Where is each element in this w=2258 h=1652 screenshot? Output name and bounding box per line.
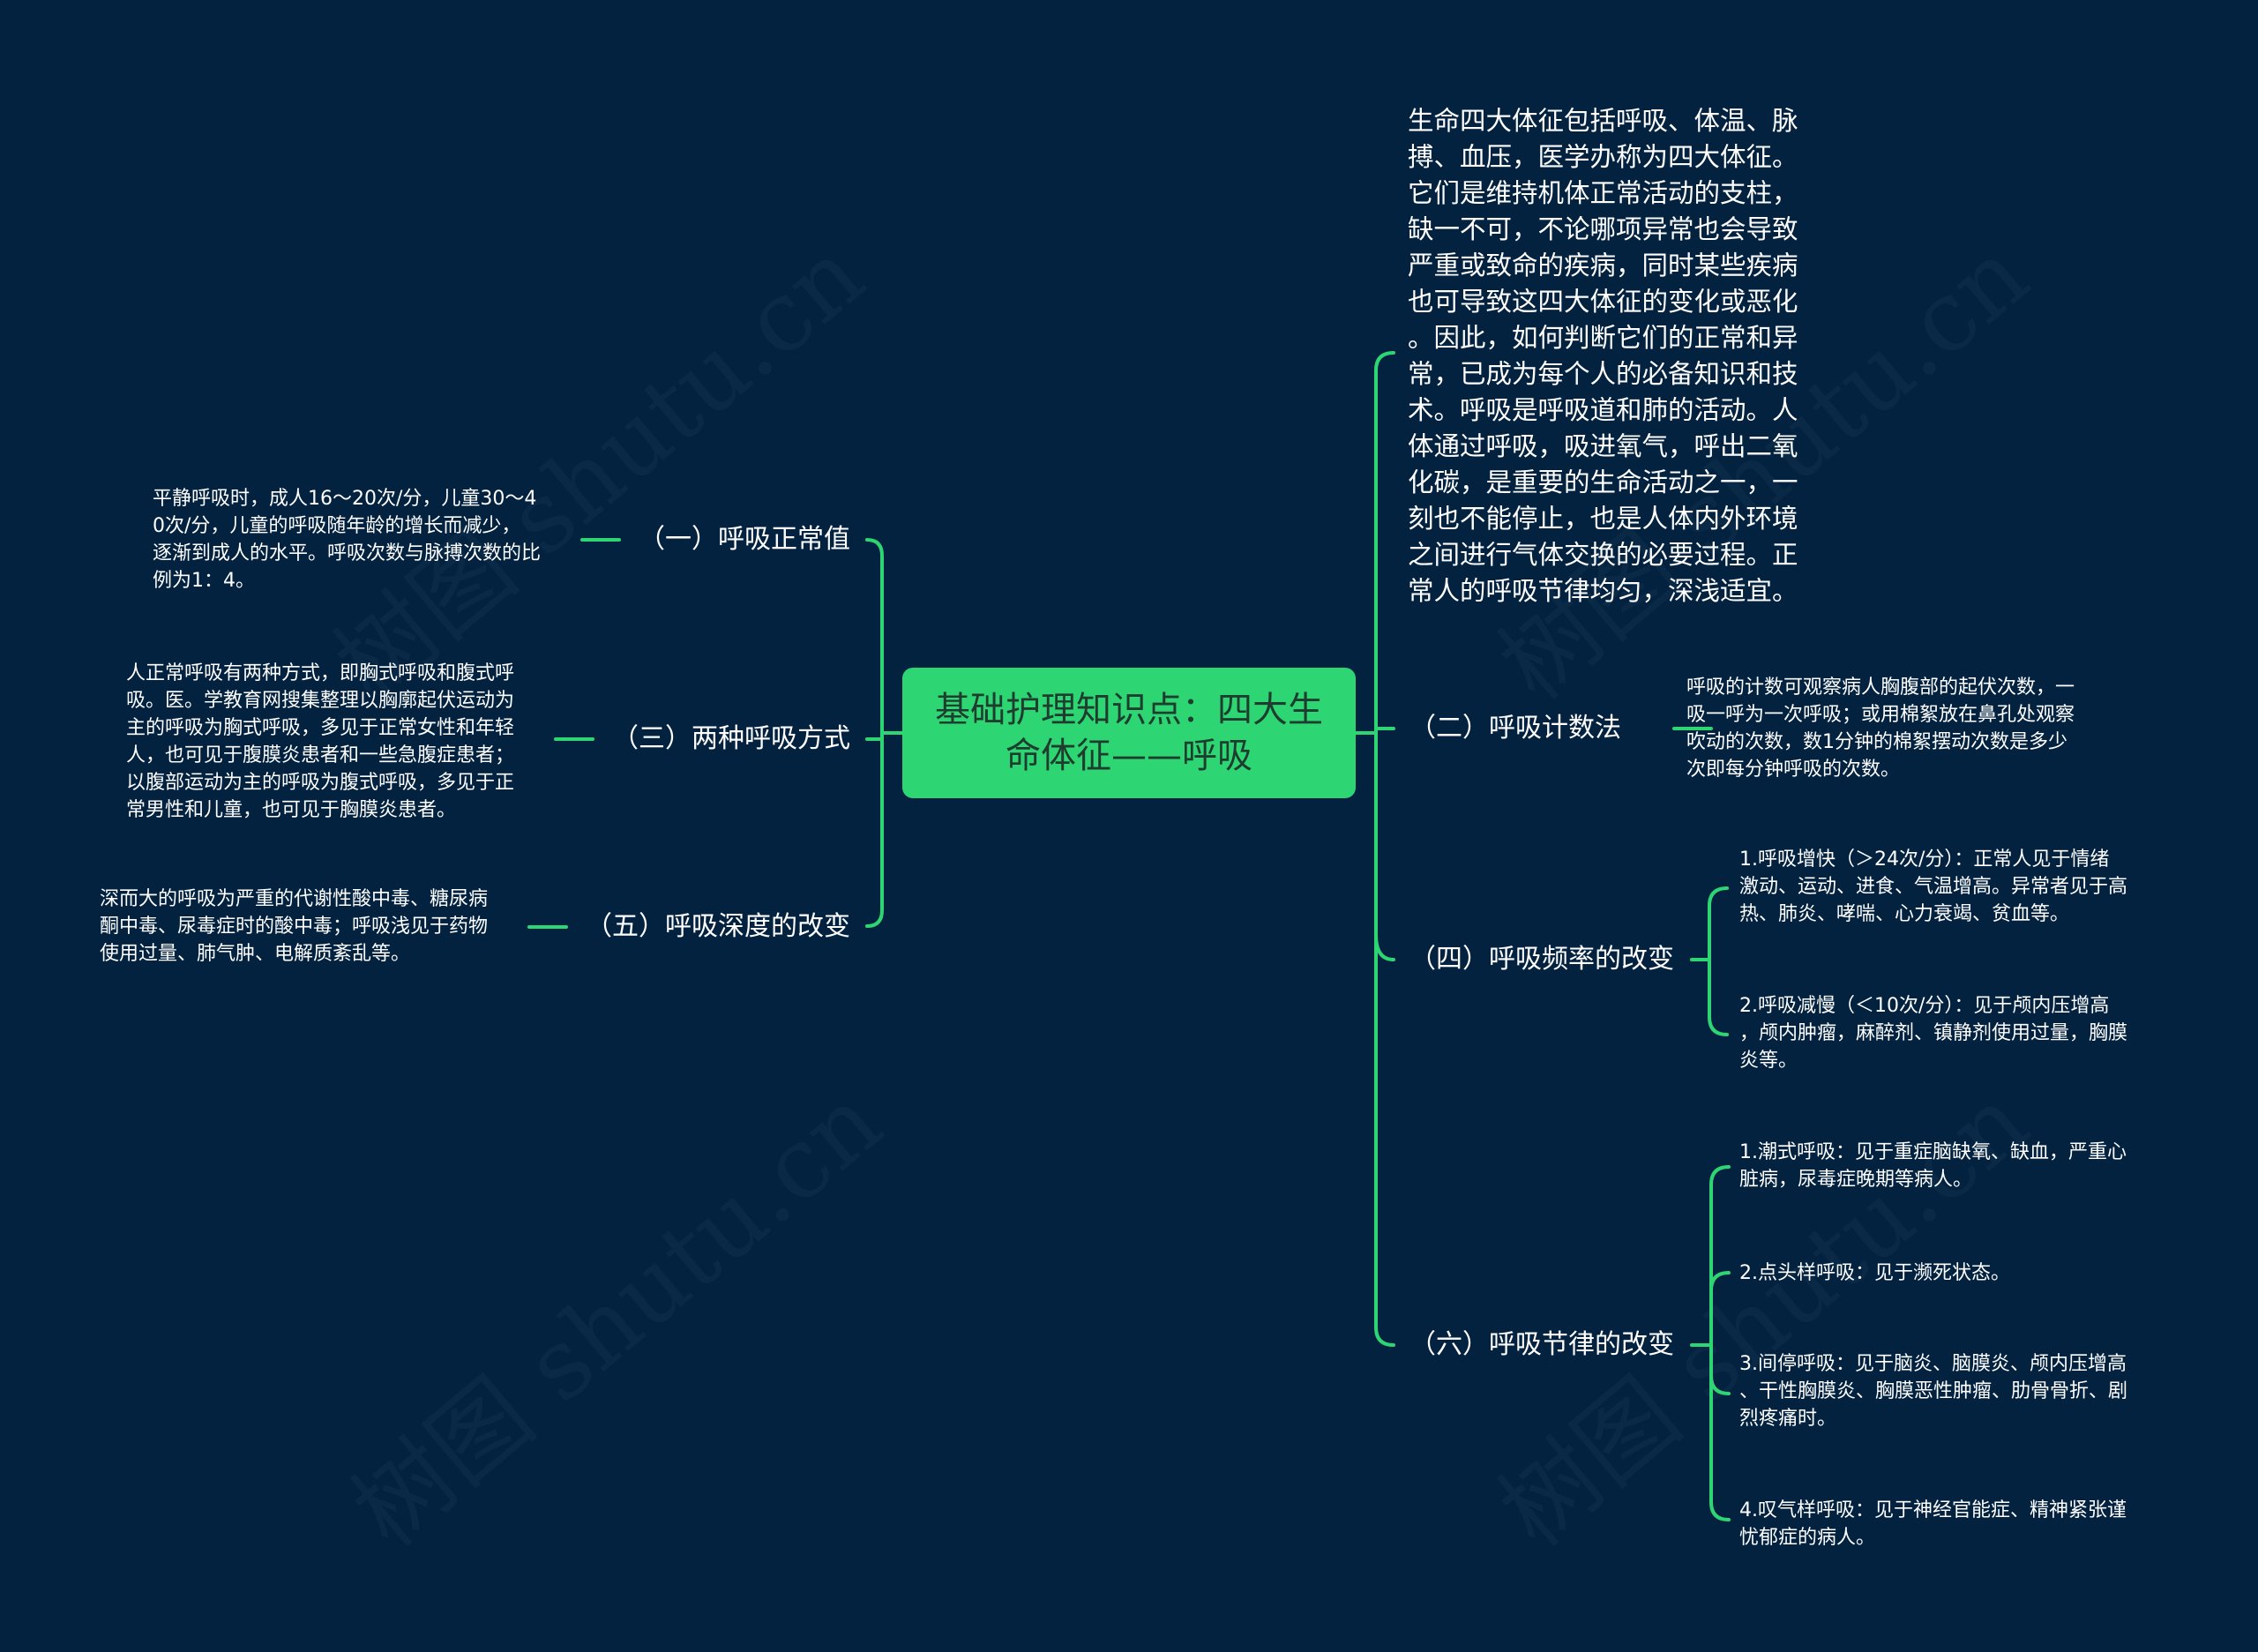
detail-line: 人正常呼吸有两种方式，即胸式呼吸和腹式呼	[126, 662, 515, 684]
detail-line: 0次/分，儿童的呼吸随年龄的增长而减少，	[153, 515, 521, 537]
branch-rhythm-change[interactable]: （六）呼吸节律的改变	[1409, 1329, 1674, 1360]
detail-breath-counting[interactable]: 呼吸的计数可观察病人胸腹部的起伏次数，一 吸一呼为一次呼吸；或用棉絮放在鼻孔处观…	[1686, 674, 2075, 783]
intro-line: 术。呼吸是呼吸道和肺的活动。人	[1408, 395, 1798, 425]
detail-rhythm-intermittent[interactable]: 3.间停呼吸：见于脑炎、脑膜炎、颅内压增高 、干性胸膜炎、胸膜恶性肿瘤、肋骨骨折…	[1739, 1350, 2127, 1432]
detail-line: 人，也可见于腹膜炎患者和一些急腹症患者；	[126, 744, 515, 766]
detail-line: 2.呼吸减慢（＜10次/分）：见于颅内压增高	[1739, 995, 2110, 1017]
branch-normal-values[interactable]: （一）呼吸正常值	[639, 524, 850, 555]
detail-line: 主的呼吸为胸式呼吸，多见于正常女性和年轻	[126, 717, 515, 739]
branch-breathing-modes[interactable]: （三）两种呼吸方式	[612, 723, 850, 754]
detail-line: ，颅内肿瘤，麻醉剂、镇静剂使用过量，胸膜	[1739, 1022, 2128, 1044]
intro-line: 严重或致命的疾病，同时某些疾病	[1408, 250, 1798, 280]
detail-line: 平静呼吸时，成人16～20次/分，儿童30～4	[153, 488, 537, 510]
detail-rate-slow[interactable]: 2.呼吸减慢（＜10次/分）：见于颅内压增高 ，颅内肿瘤，麻醉剂、镇静剂使用过量…	[1739, 992, 2127, 1074]
detail-line: 1.呼吸增快（＞24次/分）：正常人见于情绪	[1739, 848, 2110, 871]
detail-line: 例为1：4。	[153, 570, 255, 592]
detail-line: 激动、运动、进食、气温增高。异常者见于高	[1739, 876, 2128, 898]
detail-line: 烈疼痛时。	[1739, 1408, 1837, 1430]
detail-line: 酮中毒、尿毒症时的酸中毒；呼吸浅见于药物	[100, 916, 489, 938]
detail-rhythm-nodding[interactable]: 2.点头样呼吸：见于濒死状态。	[1739, 1260, 2010, 1287]
branch-breath-counting[interactable]: （二）呼吸计数法	[1409, 713, 1621, 744]
branch-rate-change[interactable]: （四）呼吸频率的改变	[1409, 944, 1674, 975]
root-title-line: 基础护理知识点：四大生	[935, 690, 1323, 730]
detail-line: 1.潮式呼吸：见于重症脑缺氧、缺血，严重心	[1739, 1141, 2127, 1163]
intro-line: 也可导致这四大体征的变化或恶化	[1408, 287, 1798, 317]
detail-rate-fast[interactable]: 1.呼吸增快（＞24次/分）：正常人见于情绪 激动、运动、进食、气温增高。异常者…	[1739, 846, 2127, 928]
detail-line: 常男性和儿童，也可见于胸膜炎患者。	[126, 799, 457, 821]
detail-line: 忧郁症的病人。	[1739, 1527, 1876, 1549]
detail-line: 脏病，尿毒症晚期等病人。	[1739, 1169, 1973, 1191]
detail-line: 炎等。	[1739, 1050, 1798, 1072]
detail-line: 呼吸的计数可观察病人胸腹部的起伏次数，一	[1686, 676, 2075, 699]
intro-line: 搏、血压，医学办称为四大体征。	[1408, 142, 1798, 172]
intro-line: 它们是维持机体正常活动的支柱，	[1408, 178, 1798, 208]
intro-line: 生命四大体征包括呼吸、体温、脉	[1408, 106, 1798, 136]
intro-line: 体通过呼吸，吸进氧气，呼出二氧	[1408, 431, 1798, 461]
intro-node[interactable]: 生命四大体征包括呼吸、体温、脉 搏、血压，医学办称为四大体征。 它们是维持机体正…	[1408, 103, 1798, 609]
detail-line: 2.点头样呼吸：见于濒死状态。	[1739, 1262, 2010, 1284]
detail-line: 吹动的次数，数1分钟的棉絮摆动次数是多少	[1686, 731, 2067, 753]
intro-line: 。因此，如何判断它们的正常和异	[1408, 323, 1798, 353]
intro-line: 之间进行气体交换的必要过程。正	[1408, 540, 1798, 570]
detail-rhythm-tidal[interactable]: 1.潮式呼吸：见于重症脑缺氧、缺血，严重心 脏病，尿毒症晚期等病人。	[1739, 1139, 2127, 1193]
detail-line: 以腹部运动为主的呼吸为腹式呼吸，多见于正	[126, 772, 515, 794]
detail-line: 次即每分钟呼吸的次数。	[1686, 759, 1901, 781]
intro-line: 刻也不能停止，也是人体内外环境	[1408, 504, 1798, 534]
detail-breathing-modes[interactable]: 人正常呼吸有两种方式，即胸式呼吸和腹式呼 吸。医。学教育网搜集整理以胸廓起伏运动…	[126, 660, 514, 824]
root-title-line: 命体征——呼吸	[1006, 736, 1252, 776]
intro-line: 常人的呼吸节律均匀，深浅适宜。	[1408, 576, 1798, 606]
intro-line: 化碳，是重要的生命活动之一，一	[1408, 467, 1798, 497]
detail-line: 吸一呼为一次呼吸；或用棉絮放在鼻孔处观察	[1686, 704, 2075, 726]
detail-normal-values[interactable]: 平静呼吸时，成人16～20次/分，儿童30～4 0次/分，儿童的呼吸随年龄的增长…	[153, 485, 541, 594]
branch-breathing-depth[interactable]: （五）呼吸深度的改变	[586, 911, 850, 942]
detail-rhythm-sighing[interactable]: 4.叹气样呼吸：见于神经官能症、精神紧张谨 忧郁症的病人。	[1739, 1497, 2127, 1551]
detail-line: 吸。医。学教育网搜集整理以胸廓起伏运动为	[126, 690, 515, 712]
detail-line: 深而大的呼吸为严重的代谢性酸中毒、糖尿病	[100, 888, 489, 910]
detail-breathing-depth[interactable]: 深而大的呼吸为严重的代谢性酸中毒、糖尿病 酮中毒、尿毒症时的酸中毒；呼吸浅见于药…	[100, 886, 488, 968]
detail-line: 3.间停呼吸：见于脑炎、脑膜炎、颅内压增高	[1739, 1353, 2127, 1375]
root-node[interactable]: 基础护理知识点：四大生 命体征——呼吸	[902, 668, 1356, 798]
intro-line: 常，已成为每个人的必备知识和技	[1408, 359, 1798, 389]
detail-line: 热、肺炎、哮喘、心力衰竭、贫血等。	[1739, 903, 2070, 925]
detail-line: 、干性胸膜炎、胸膜恶性肿瘤、肋骨骨折、剧	[1739, 1380, 2128, 1402]
detail-line: 使用过量、肺气肿、电解质紊乱等。	[100, 943, 411, 965]
detail-line: 逐渐到成人的水平。呼吸次数与脉搏次数的比	[153, 542, 542, 564]
intro-line: 缺一不可，不论哪项异常也会导致	[1408, 214, 1798, 244]
detail-line: 4.叹气样呼吸：见于神经官能症、精神紧张谨	[1739, 1499, 2127, 1521]
